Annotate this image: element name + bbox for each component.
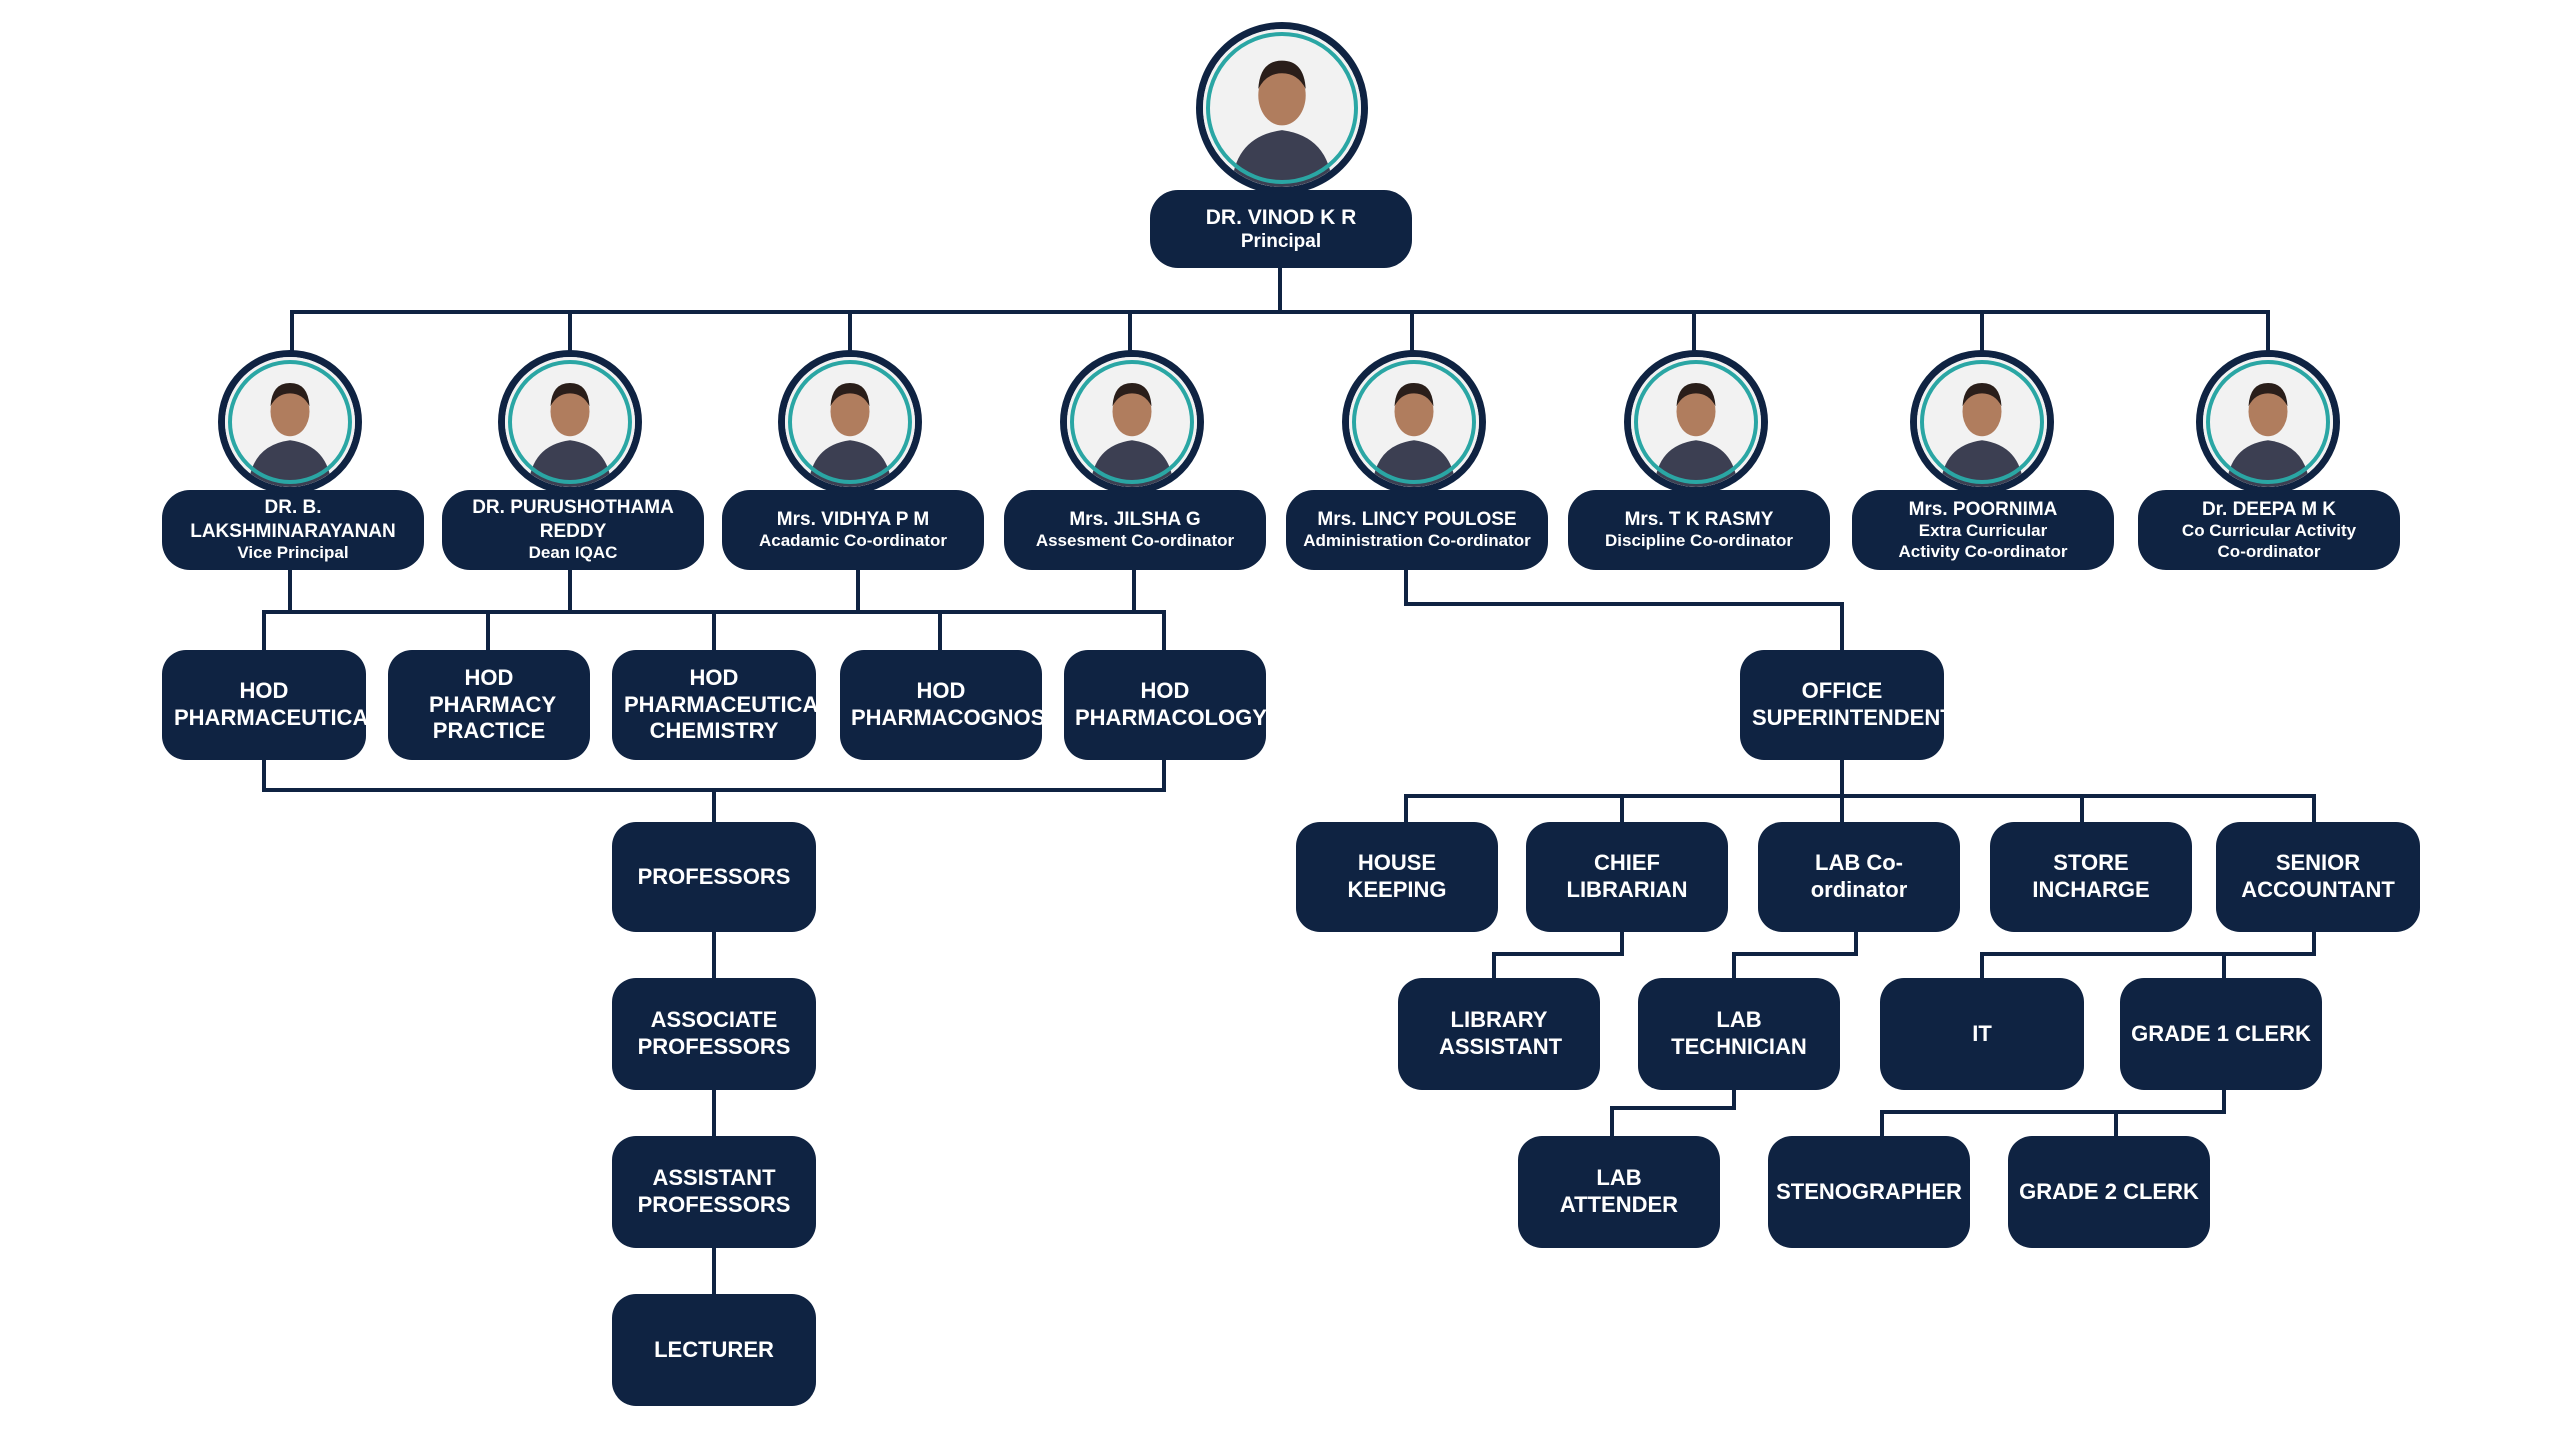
office-section-label: STORE INCHARGE <box>2032 850 2150 902</box>
leader-card: DR. PURUSHOTHAMA REDDY Dean IQAC <box>442 490 704 570</box>
staff-box: ASSOCIATE PROFESSORS <box>612 978 816 1090</box>
office-section-box: CHIEF LIBRARIAN <box>1526 822 1728 932</box>
office-staff-label: STENOGRAPHER <box>1776 1178 1962 1204</box>
leader-photo <box>1910 350 2054 494</box>
leader-name: Mrs. VIDHYA P M <box>776 509 930 531</box>
leader-role: Assesment Co-ordinator <box>1035 531 1235 551</box>
office-section-box: SENIOR ACCOUNTANT <box>2216 822 2420 932</box>
staff-label: PROFESSORS <box>637 863 791 889</box>
leader-card: Mrs. LINCY POULOSE Administration Co-ord… <box>1286 490 1548 570</box>
staff-box: LECTURER <box>612 1294 816 1406</box>
leader-photo <box>2196 350 2340 494</box>
leader-photo <box>1342 350 1486 494</box>
hod-box: HOD PHARMACEUTICAL <box>162 650 382 760</box>
staff-label: ASSISTANT PROFESSORS <box>637 1165 791 1217</box>
portrait-icon <box>1067 357 1197 487</box>
leader-card: Mrs. T K RASMY Discipline Co-ordinator <box>1568 490 1830 570</box>
office-staff-label: LIBRARY ASSISTANT <box>1439 1007 1563 1059</box>
leader-photo <box>1624 350 1768 494</box>
leader-role: Extra Curricular Activity Co-ordinator <box>1898 520 2068 561</box>
hod-box: HOD PHARMACEUTICAL CHEMISTRY <box>612 650 832 760</box>
staff-box: ASSISTANT PROFESSORS <box>612 1136 816 1248</box>
leader-role: Acadamic Co-ordinator <box>759 531 947 551</box>
office-superintendent-label: OFFICE SUPERINTENDENT <box>1752 678 1954 730</box>
office-staff-label: LAB TECHNICIAN <box>1671 1007 1807 1059</box>
office-staff-label: GRADE 1 CLERK <box>2131 1020 2311 1046</box>
hod-label: HOD PHARMACEUTICAL <box>174 678 382 730</box>
leader-name: DR. B. LAKSHMINARAYANAN <box>190 497 396 542</box>
staff-label: LECTURER <box>654 1336 774 1362</box>
office-staff-box: IT <box>1880 978 2084 1090</box>
leader-role: Vice Principal <box>237 542 349 562</box>
office-staff-box: GRADE 2 CLERK <box>2008 1136 2210 1248</box>
office-section-box: HOUSE KEEPING <box>1296 822 1498 932</box>
principal-photo <box>1196 22 1368 194</box>
principal-role: Principal <box>1240 231 1322 253</box>
principal-name: DR. VINOD K R <box>1205 205 1357 229</box>
leader-card: Dr. DEEPA M K Co Curricular Activity Co-… <box>2138 490 2400 570</box>
leader-name: Mrs. POORNIMA <box>1908 498 2058 520</box>
office-section-label: SENIOR ACCOUNTANT <box>2241 850 2395 902</box>
office-staff-label: IT <box>1972 1020 1992 1046</box>
leader-name: Mrs. JILSHA G <box>1069 509 1201 531</box>
office-staff-box: LIBRARY ASSISTANT <box>1398 978 1600 1090</box>
leader-card: Mrs. POORNIMA Extra Curricular Activity … <box>1852 490 2114 570</box>
hod-label: HOD PHARMACOGNOSY <box>851 678 1061 730</box>
portrait-icon <box>1631 357 1761 487</box>
office-section-label: HOUSE KEEPING <box>1347 850 1447 902</box>
hod-box: HOD PHARMACOLOGY <box>1064 650 1267 760</box>
portrait-icon <box>505 357 635 487</box>
leader-role: Administration Co-ordinator <box>1303 531 1531 551</box>
principal-card: DR. VINOD K R Principal <box>1150 190 1412 268</box>
hod-label: HOD PHARMACY PRACTICE <box>429 664 557 744</box>
hod-label: HOD PHARMACOLOGY <box>1075 678 1267 730</box>
office-staff-label: GRADE 2 CLERK <box>2019 1178 2199 1204</box>
leader-photo <box>1060 350 1204 494</box>
office-staff-box: STENOGRAPHER <box>1768 1136 1970 1248</box>
office-staff-box: GRADE 1 CLERK <box>2120 978 2322 1090</box>
leader-card: Mrs. JILSHA G Assesment Co-ordinator <box>1004 490 1266 570</box>
leader-card: DR. B. LAKSHMINARAYANAN Vice Principal <box>162 490 424 570</box>
staff-label: ASSOCIATE PROFESSORS <box>637 1007 791 1059</box>
leader-name: Mrs. LINCY POULOSE <box>1317 509 1517 531</box>
leader-photo <box>498 350 642 494</box>
office-staff-box: LAB TECHNICIAN <box>1638 978 1840 1090</box>
leader-name: Mrs. T K RASMY <box>1624 509 1774 531</box>
portrait-icon <box>225 357 355 487</box>
hod-box: HOD PHARMACOGNOSY <box>840 650 1061 760</box>
leader-photo <box>778 350 922 494</box>
office-staff-label: LAB ATTENDER <box>1559 1165 1679 1217</box>
office-section-label: CHIEF LIBRARIAN <box>1566 850 1688 902</box>
leader-photo <box>218 350 362 494</box>
office-section-box: STORE INCHARGE <box>1990 822 2192 932</box>
leader-name: DR. PURUSHOTHAMA REDDY <box>472 497 674 542</box>
office-staff-box: LAB ATTENDER <box>1518 1136 1720 1248</box>
portrait-icon <box>785 357 915 487</box>
portrait-icon <box>1203 29 1361 187</box>
leader-name: Dr. DEEPA M K <box>2201 498 2337 520</box>
leader-role: Co Curricular Activity Co-ordinator <box>2181 520 2357 561</box>
office-section-box: LAB Co-ordinator <box>1758 822 1960 932</box>
portrait-icon <box>2203 357 2333 487</box>
portrait-icon <box>1917 357 2047 487</box>
leader-role: Dean IQAC <box>528 542 618 562</box>
hod-box: HOD PHARMACY PRACTICE <box>388 650 590 760</box>
leader-card: Mrs. VIDHYA P M Acadamic Co-ordinator <box>722 490 984 570</box>
office-section-label: LAB Co-ordinator <box>1810 850 1908 902</box>
portrait-icon <box>1349 357 1479 487</box>
hod-label: HOD PHARMACEUTICAL CHEMISTRY <box>624 664 832 744</box>
leader-role: Discipline Co-ordinator <box>1605 531 1793 551</box>
office-superintendent-box: OFFICE SUPERINTENDENT <box>1740 650 1954 760</box>
staff-box: PROFESSORS <box>612 822 816 932</box>
